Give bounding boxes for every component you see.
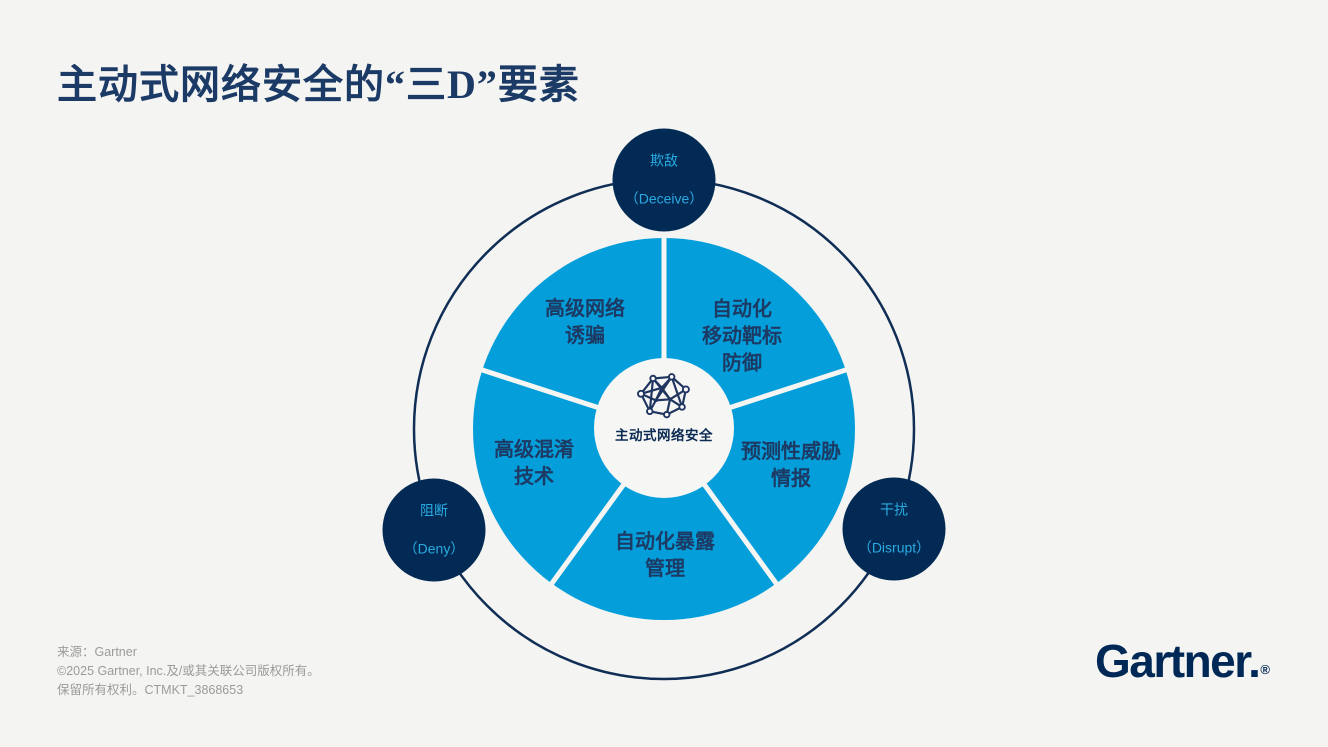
deny-node-circle	[382, 478, 486, 582]
segment-label-advanced-obfuscation-techniques: 高级混淆 技术	[494, 439, 574, 488]
disrupt-label-en: （Disrupt）	[857, 539, 931, 556]
gartner-logo: Gartner.®	[1095, 634, 1270, 688]
disrupt-node-label: 干扰 （Disrupt）	[858, 482, 930, 577]
deny-label-zh: 阻断	[420, 502, 448, 519]
gartner-logo-text: Gartner.	[1094, 635, 1261, 687]
disrupt-label-zh: 干扰	[879, 501, 908, 518]
segment-label-predictive-threat-intelligence: 预测性威胁 情报	[741, 441, 841, 490]
deceive-label-zh: 欺敌	[650, 152, 678, 169]
network-mesh-icon	[637, 373, 690, 419]
segment-label-automated-moving-target-defense: 自动化 移动靶标 防御	[702, 298, 782, 375]
source-line-2: ©2025 Gartner, Inc.及/或其关联公司版权所有。	[57, 664, 320, 678]
deny-label-en: （Deny）	[403, 540, 465, 557]
deceive-label-en: （Deceive）	[624, 190, 704, 207]
wheel-hub	[594, 358, 734, 498]
registered-trademark-symbol: ®	[1260, 662, 1270, 677]
source-line-3: 保留所有权利。CTMKT_3868653	[57, 683, 244, 697]
mesh-nodes	[637, 373, 690, 419]
segment-label-advanced-network-deception: 高级网络 诱骗	[545, 298, 625, 347]
source-note: 来源：Gartner ©2025 Gartner, Inc.及/或其关联公司版权…	[57, 643, 320, 700]
deceive-node-circle	[612, 128, 716, 232]
deny-node-label: 阻断 （Deny）	[404, 483, 465, 578]
disrupt-node-circle	[842, 477, 946, 581]
segment-label-automated-exposure-management: 自动化暴露 管理	[615, 531, 715, 580]
hub-label: 主动式网络安全	[615, 428, 713, 443]
source-line-1: 来源：Gartner	[57, 645, 137, 659]
deceive-node-label: 欺敌 （Deceive）	[625, 133, 704, 228]
page-title: 主动式网络安全的“三D”要素	[57, 62, 580, 107]
